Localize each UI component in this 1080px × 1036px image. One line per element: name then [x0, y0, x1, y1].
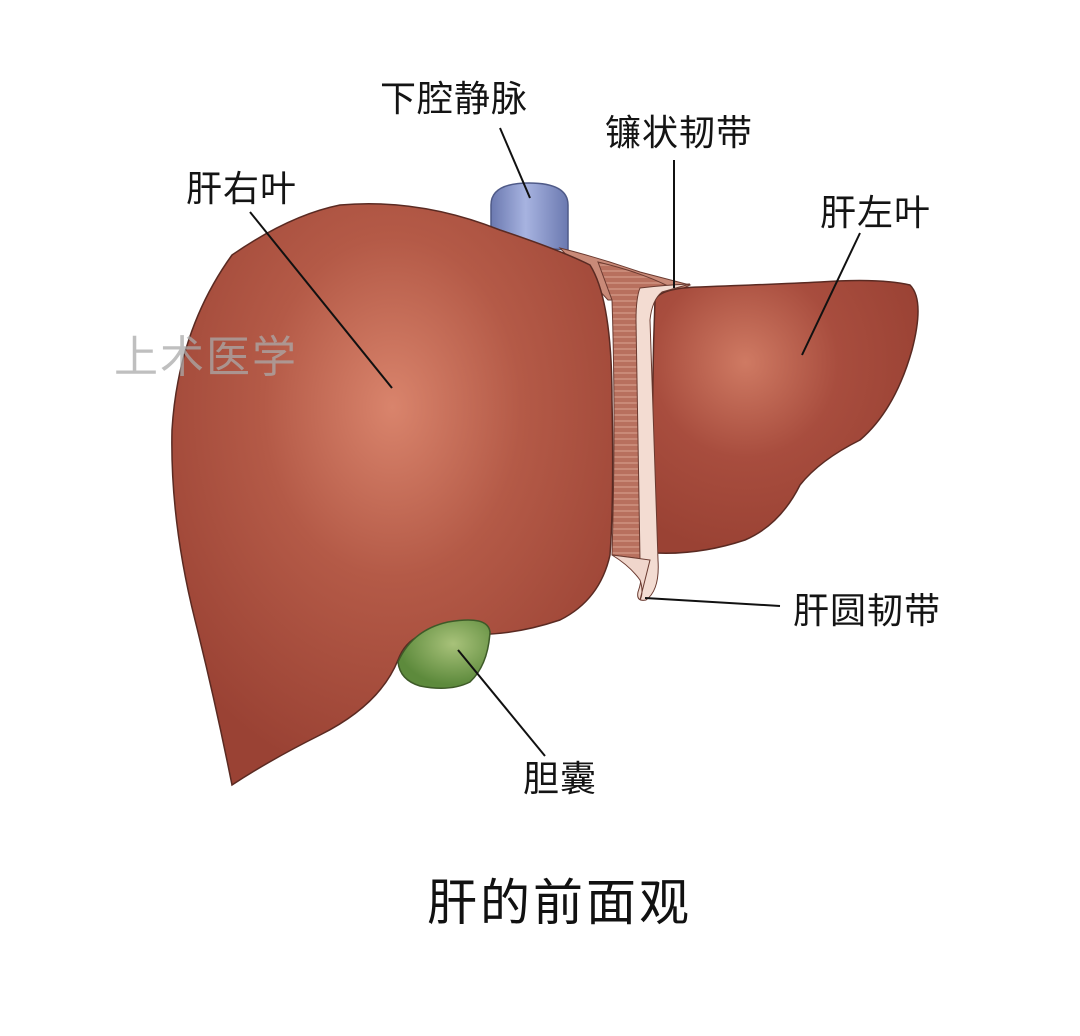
leader-lines: [249, 127, 861, 757]
leader-gallbladder: [457, 649, 546, 757]
leader-right-lobe: [249, 211, 393, 389]
leader-left-lobe: [801, 232, 861, 356]
round-ligament-fold: [611, 554, 651, 601]
right-lobe-shape: [171, 203, 614, 787]
label-gallbladder: 胆囊: [523, 759, 598, 800]
diagram-title: 肝的前面观: [427, 874, 692, 932]
watermark-text: 上术医学: [114, 332, 298, 383]
label-inferior-vena-cava: 下腔静脉: [380, 79, 529, 120]
label-right-lobe: 肝右叶: [186, 169, 298, 210]
gallbladder-shape: [397, 619, 491, 689]
label-round-ligament: 肝圆韧带: [793, 591, 942, 632]
label-left-lobe: 肝左叶: [820, 193, 932, 234]
label-falciform-ligament: 镰状韧带: [605, 113, 754, 154]
falciform-ligament-shape: [635, 283, 691, 601]
leader-ivc: [499, 127, 531, 199]
left-lobe-shape: [651, 279, 919, 554]
leader-round-ligament: [644, 597, 781, 607]
